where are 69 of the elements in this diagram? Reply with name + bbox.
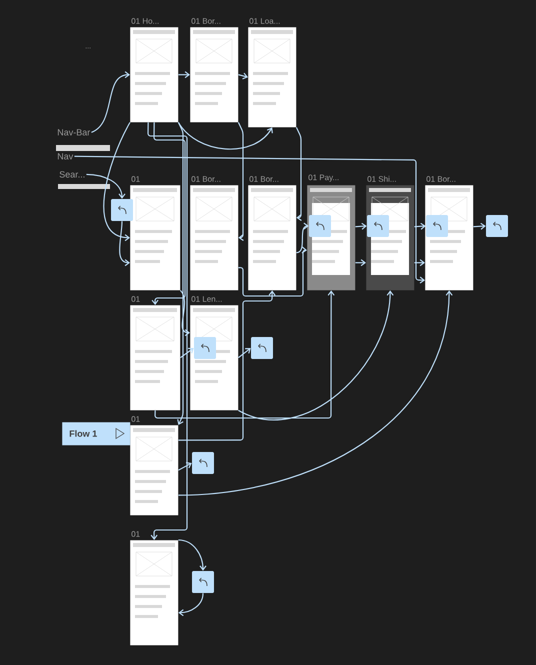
- connector: [414, 259, 425, 266]
- back-action-box: [309, 215, 331, 237]
- component-label: Nav: [58, 153, 74, 160]
- connector: [355, 259, 366, 266]
- connector: [238, 348, 251, 358]
- connector: [103, 122, 130, 242]
- screen-frame: [366, 176, 414, 290]
- screen-frame: [130, 531, 178, 646]
- screen-frame: [248, 18, 296, 128]
- connector: [180, 290, 190, 336]
- component-label: Sear...: [58, 171, 110, 189]
- flow-start-label: Flow 1: [62, 422, 130, 446]
- frame-title: 01: [132, 176, 140, 182]
- screen-frame: [130, 176, 180, 290]
- frame-title: 01: [132, 531, 140, 537]
- connector: [74, 156, 425, 284]
- screen-frame: [307, 174, 356, 290]
- connector: [154, 290, 335, 419]
- connector: [473, 222, 486, 230]
- connector: [152, 122, 186, 305]
- back-action-box: [426, 215, 448, 237]
- connector: [238, 122, 244, 241]
- screen-frame: [130, 416, 178, 516]
- connector: [355, 222, 367, 230]
- connector: [296, 222, 309, 254]
- connector: [119, 221, 130, 266]
- frame-title: 01 Loa...: [250, 18, 280, 24]
- frame-title: 01: [132, 416, 140, 422]
- back-action-box: [192, 571, 214, 593]
- connector: [238, 246, 307, 297]
- connector: [178, 290, 276, 441]
- connector: [86, 174, 126, 199]
- connector: [296, 127, 302, 221]
- component-label: Nav-Bar: [56, 129, 110, 151]
- frame-title: 01 Bor...: [426, 176, 456, 182]
- connector: [238, 72, 248, 80]
- frame-title: 01: [132, 296, 140, 302]
- back-action-box: [111, 199, 133, 221]
- frame-title: 01 Bor...: [192, 176, 220, 182]
- connector: [178, 71, 190, 78]
- frame-title: 01 Pay...: [308, 174, 338, 182]
- back-action-box: [251, 337, 273, 359]
- frame-title: 01 Bor...: [250, 176, 278, 182]
- frame-title: 01 Len...: [192, 296, 222, 302]
- frame-title: 01 Ho...: [132, 18, 158, 24]
- screen-frame: [130, 296, 180, 410]
- connector: [180, 348, 194, 358]
- screen-frame: [130, 18, 178, 122]
- screen-frame: [190, 176, 238, 290]
- connector: [178, 593, 204, 616]
- connector: [414, 222, 426, 230]
- connector: [178, 539, 206, 571]
- back-action-box: [192, 452, 214, 474]
- connector: [178, 290, 453, 496]
- screen-frame: [190, 18, 238, 122]
- screen-frame: [425, 176, 474, 290]
- back-action-box: [194, 337, 216, 359]
- frame-title: 01 Shi...: [368, 176, 396, 182]
- connector: [238, 290, 394, 420]
- screen-frame: [248, 176, 296, 290]
- back-action-box: [367, 215, 389, 237]
- back-action-box: [486, 215, 508, 237]
- connector: [147, 122, 188, 540]
- connector: [91, 71, 130, 133]
- frame-title: 01 Bor...: [192, 18, 220, 24]
- connector: [178, 462, 192, 471]
- screen-frame: [190, 296, 238, 410]
- connector: [177, 122, 184, 425]
- connector: [178, 122, 273, 150]
